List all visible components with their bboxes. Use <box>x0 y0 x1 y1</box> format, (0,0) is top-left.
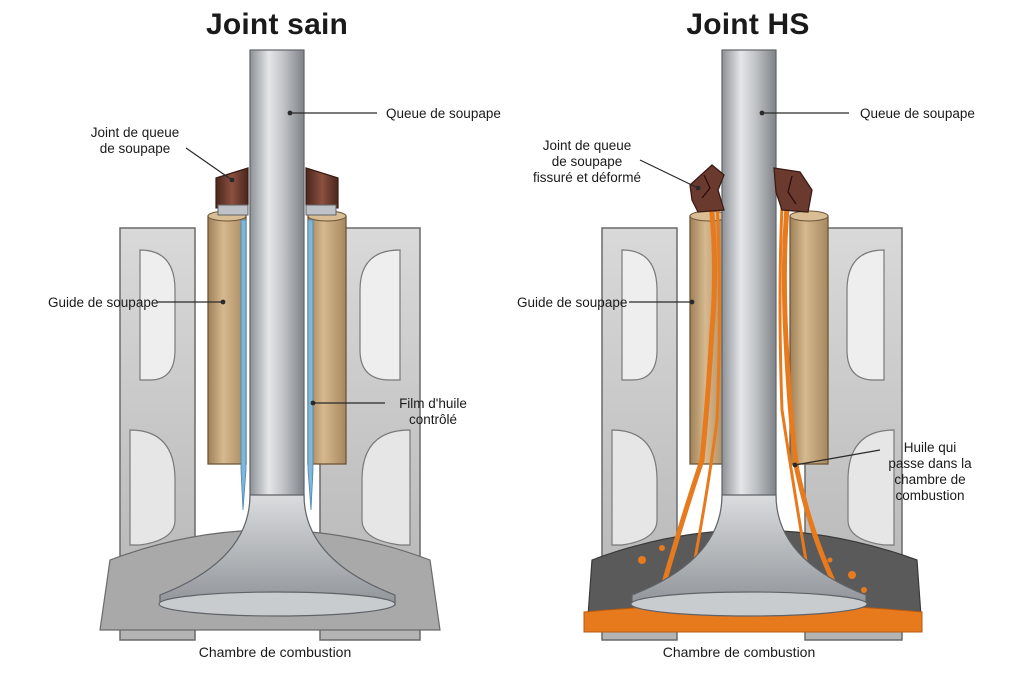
failed-seal-diagram <box>583 49 923 641</box>
label-oil-right-line3: chambre de <box>894 472 966 487</box>
label-seal-right-line3: fissuré et déformé <box>532 170 642 185</box>
label-oil-right-line1: Huile qui <box>903 440 957 455</box>
label-seal-right-line1: Joint de queue <box>542 138 632 153</box>
label-guide-right: Guide de soupape <box>517 295 628 310</box>
leader-seal <box>639 159 699 189</box>
label-oil-right-line2: passe dans la <box>888 456 972 471</box>
healthy-seal-panel: Joint sain <box>48 8 501 641</box>
healthy-seal-diagram <box>99 49 441 641</box>
valve-guide-left <box>207 215 247 465</box>
casting-cavity-left <box>139 249 176 381</box>
valve-stem <box>249 49 305 501</box>
leader-seal <box>185 147 233 181</box>
oil-leak-right-2 <box>778 203 814 597</box>
oil-leak-left <box>659 192 718 593</box>
failed-seal-title: Joint HS <box>686 8 810 41</box>
label-stem-right: Queue de soupape <box>860 106 975 121</box>
label-seal-right-line2: de soupape <box>551 154 623 169</box>
oil-leak-right <box>781 192 845 603</box>
casting-cavity-right <box>359 249 401 381</box>
chamber-label-left: Chambre de combustion <box>198 644 352 660</box>
label-stem-left: Queue de soupape <box>386 106 501 121</box>
label-oil-left-line2: contrôlé <box>408 412 458 427</box>
label-oil-right: Huile qui passe dans la chambre de combu… <box>880 440 980 504</box>
casting-cavity-left <box>621 249 658 381</box>
label-seal-left: Joint de queue de soupape <box>80 125 190 157</box>
oil-leak-left-2 <box>685 198 721 602</box>
failed-seal-panel: Joint HS <box>512 0 1024 683</box>
casting-cavity-low-left <box>129 429 176 546</box>
cracked-seal-left <box>689 164 725 213</box>
label-seal-right: Joint de queue de soupape fissuré et déf… <box>522 138 652 186</box>
label-seal-left-line2: de soupape <box>99 141 171 156</box>
label-guide-left: Guide de soupape <box>48 295 159 310</box>
oil-film-left <box>240 219 247 511</box>
label-oil-right-line4: combustion <box>895 488 965 503</box>
cracked-seal-right <box>773 167 813 213</box>
healthy-seal-title: Joint sain <box>205 8 349 41</box>
valve-seal-left <box>215 167 249 209</box>
valve-guide-right <box>789 215 829 465</box>
seal-spring-right <box>305 204 337 216</box>
valve-guide-right <box>307 215 347 465</box>
leader-oil <box>794 449 881 466</box>
seal-spring-left <box>217 204 249 216</box>
casting-cavity-low-right <box>361 429 411 546</box>
casting-cavity-low-left <box>611 429 658 546</box>
valve-seal-right <box>305 167 339 209</box>
valve-stem <box>721 49 777 501</box>
label-oil-left: Film d'huile contrôlé <box>388 396 478 428</box>
chamber-label-right: Chambre de combustion <box>662 644 816 660</box>
label-oil-left-line1: Film d'huile <box>399 396 467 411</box>
oil-film-right <box>307 219 314 511</box>
label-seal-left-line1: Joint de queue <box>90 125 180 140</box>
casting-cavity-low-right <box>847 429 895 546</box>
casting-cavity-right <box>846 249 885 381</box>
